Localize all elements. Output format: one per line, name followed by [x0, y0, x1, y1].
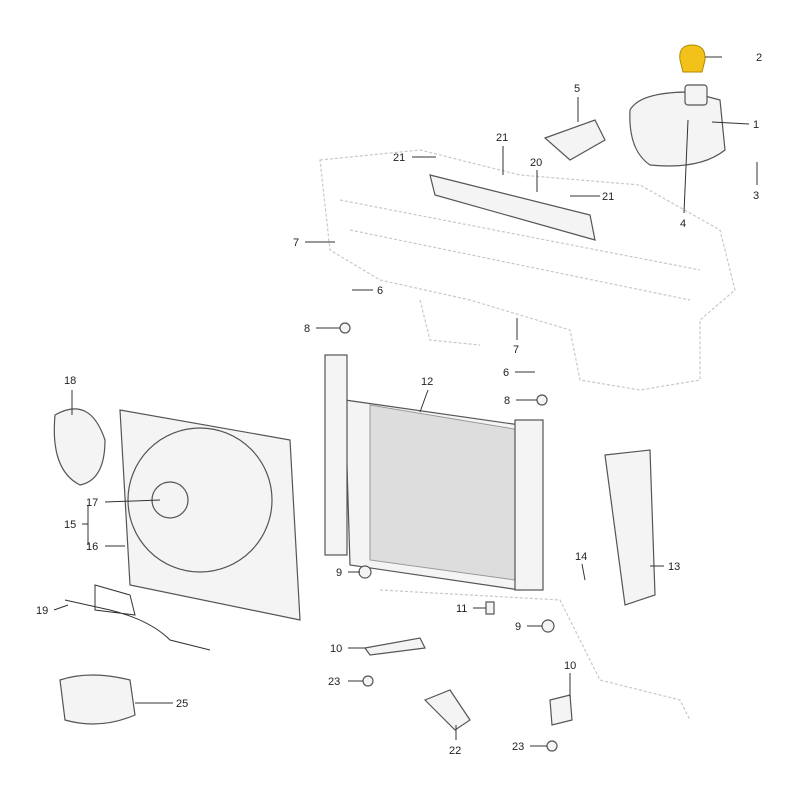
nut-23a — [362, 675, 374, 687]
callout-19: 19 — [36, 605, 48, 617]
callout-13: 13 — [668, 561, 680, 573]
callout-2: 2 — [756, 52, 762, 64]
callout-6: 6 — [503, 367, 509, 379]
callout-10: 10 — [564, 660, 576, 672]
reservoir-cap — [679, 44, 706, 73]
callout-21: 21 — [496, 132, 508, 144]
callout-18: 18 — [64, 375, 76, 387]
callout-22: 22 — [449, 745, 461, 757]
nut-23b — [546, 740, 558, 752]
callout-1: 1 — [753, 119, 759, 131]
cooling-fan-assembly — [119, 409, 301, 621]
callout-21: 21 — [393, 152, 405, 164]
grommet-8a — [339, 322, 351, 334]
callout-7: 7 — [293, 237, 299, 249]
wiring-harness — [64, 584, 211, 651]
callout-9: 9 — [515, 621, 521, 633]
resistor-part-25 — [59, 674, 136, 725]
radiator — [324, 354, 544, 591]
grommet-9b — [541, 619, 555, 633]
clip-11 — [485, 601, 495, 615]
upper-seal-part-20 — [429, 174, 596, 241]
callout-9: 9 — [336, 567, 342, 579]
callout-6: 6 — [377, 285, 383, 297]
callout-11: 11 — [456, 603, 467, 615]
callout-23: 23 — [512, 741, 524, 753]
callout-labels: 2 1 3 4 5 21 21 20 21 7 6 8 7 6 8 12 18 … — [36, 52, 762, 757]
callout-8: 8 — [304, 323, 310, 335]
bracket-part-5 — [543, 119, 606, 161]
lower-bracket-part-10b — [549, 694, 573, 726]
lower-bracket-part-22 — [423, 689, 471, 731]
callout-14: 14 — [575, 551, 587, 563]
callout-17: 17 — [86, 497, 98, 509]
callout-16: 16 — [86, 541, 98, 553]
coolant-reservoir — [629, 84, 726, 167]
air-deflector-part-13 — [604, 449, 656, 606]
callout-5: 5 — [574, 83, 580, 95]
callout-4: 4 — [680, 218, 686, 230]
callout-25: 25 — [176, 698, 188, 710]
callout-15: 15 — [64, 519, 76, 531]
callout-3: 3 — [753, 190, 759, 202]
fan-cover-part-18 — [53, 408, 106, 486]
callout-7: 7 — [513, 344, 519, 356]
callout-20: 20 — [530, 157, 542, 169]
leader-lines — [53, 56, 758, 747]
callout-12: 12 — [421, 376, 433, 388]
callout-10: 10 — [330, 643, 342, 655]
callout-23: 23 — [328, 676, 340, 688]
grommet-9a — [358, 565, 372, 579]
vehicle-front-frame — [319, 149, 736, 721]
callout-21: 21 — [602, 191, 614, 203]
lower-bracket-part-10a — [363, 637, 426, 656]
callout-8: 8 — [504, 395, 510, 407]
grommet-8b — [536, 394, 548, 406]
